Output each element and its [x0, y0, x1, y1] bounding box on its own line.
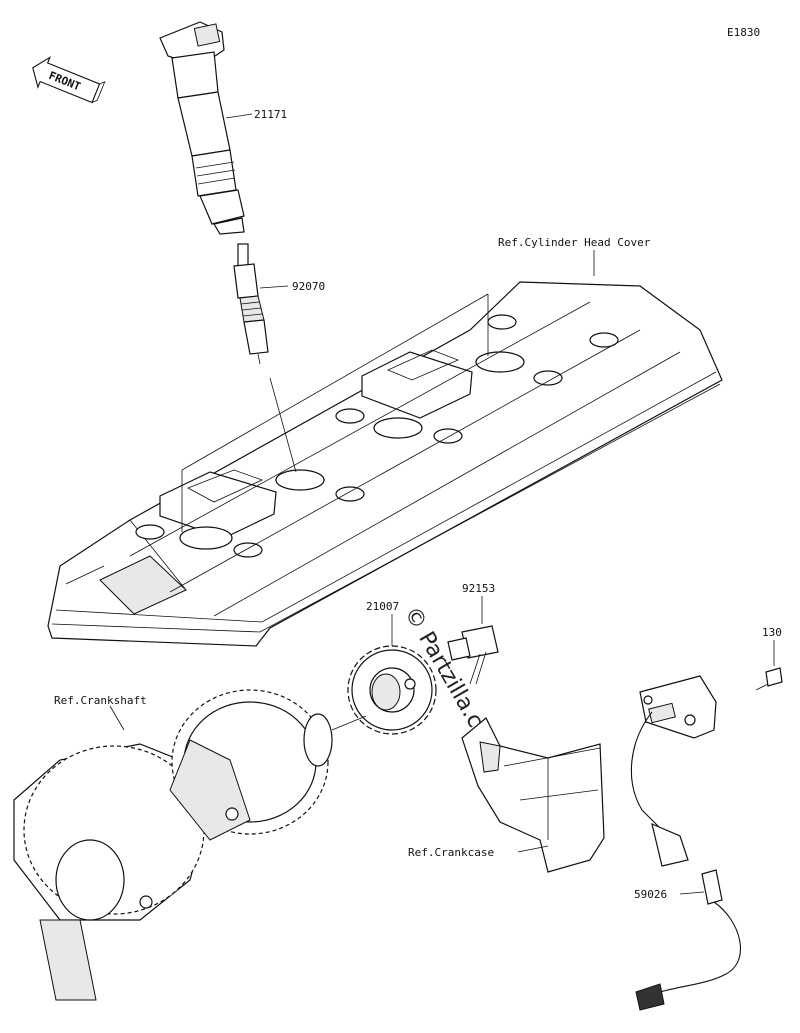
sensor-bolt-label: 130 — [762, 626, 782, 639]
rotor-bolt[interactable] — [447, 625, 499, 685]
crankcase-leader — [517, 845, 549, 853]
crankshaft-to-rotor-line — [331, 715, 367, 731]
cylinder-head-cover-label: Ref.Cylinder Head Cover — [498, 236, 651, 249]
cylinder-head-cover[interactable] — [47, 281, 723, 647]
crankshaft-label: Ref.Crankshaft — [54, 694, 147, 707]
ignition-coil-leader — [225, 113, 253, 119]
sensor-bolt[interactable] — [755, 667, 783, 691]
timing-rotor[interactable] — [347, 645, 437, 735]
rotor-bolt-label: 92153 — [462, 582, 495, 595]
ignition-coil-label: 21171 — [254, 108, 287, 121]
spark-plug-label: 92070 — [292, 280, 325, 293]
assembly-guide-lines — [181, 293, 489, 532]
crankcase[interactable] — [461, 717, 605, 873]
ignition-coil[interactable] — [159, 21, 245, 235]
crankshaft[interactable] — [13, 689, 333, 1001]
crankshaft-leader — [109, 705, 125, 731]
sensor-label: 59026 — [634, 888, 667, 901]
spark-plug-leader — [259, 285, 289, 289]
front-label: FRONT — [47, 69, 83, 94]
spark-plug[interactable] — [233, 243, 269, 365]
crank-position-sensor[interactable] — [630, 675, 741, 1011]
front-direction-arrow: FRONT — [32, 56, 106, 104]
sensor-leader — [679, 891, 705, 895]
crankcase-label: Ref.Crankcase — [408, 846, 494, 859]
rotor-label: 21007 — [366, 600, 399, 613]
diagram-code: E1830 — [727, 26, 760, 39]
